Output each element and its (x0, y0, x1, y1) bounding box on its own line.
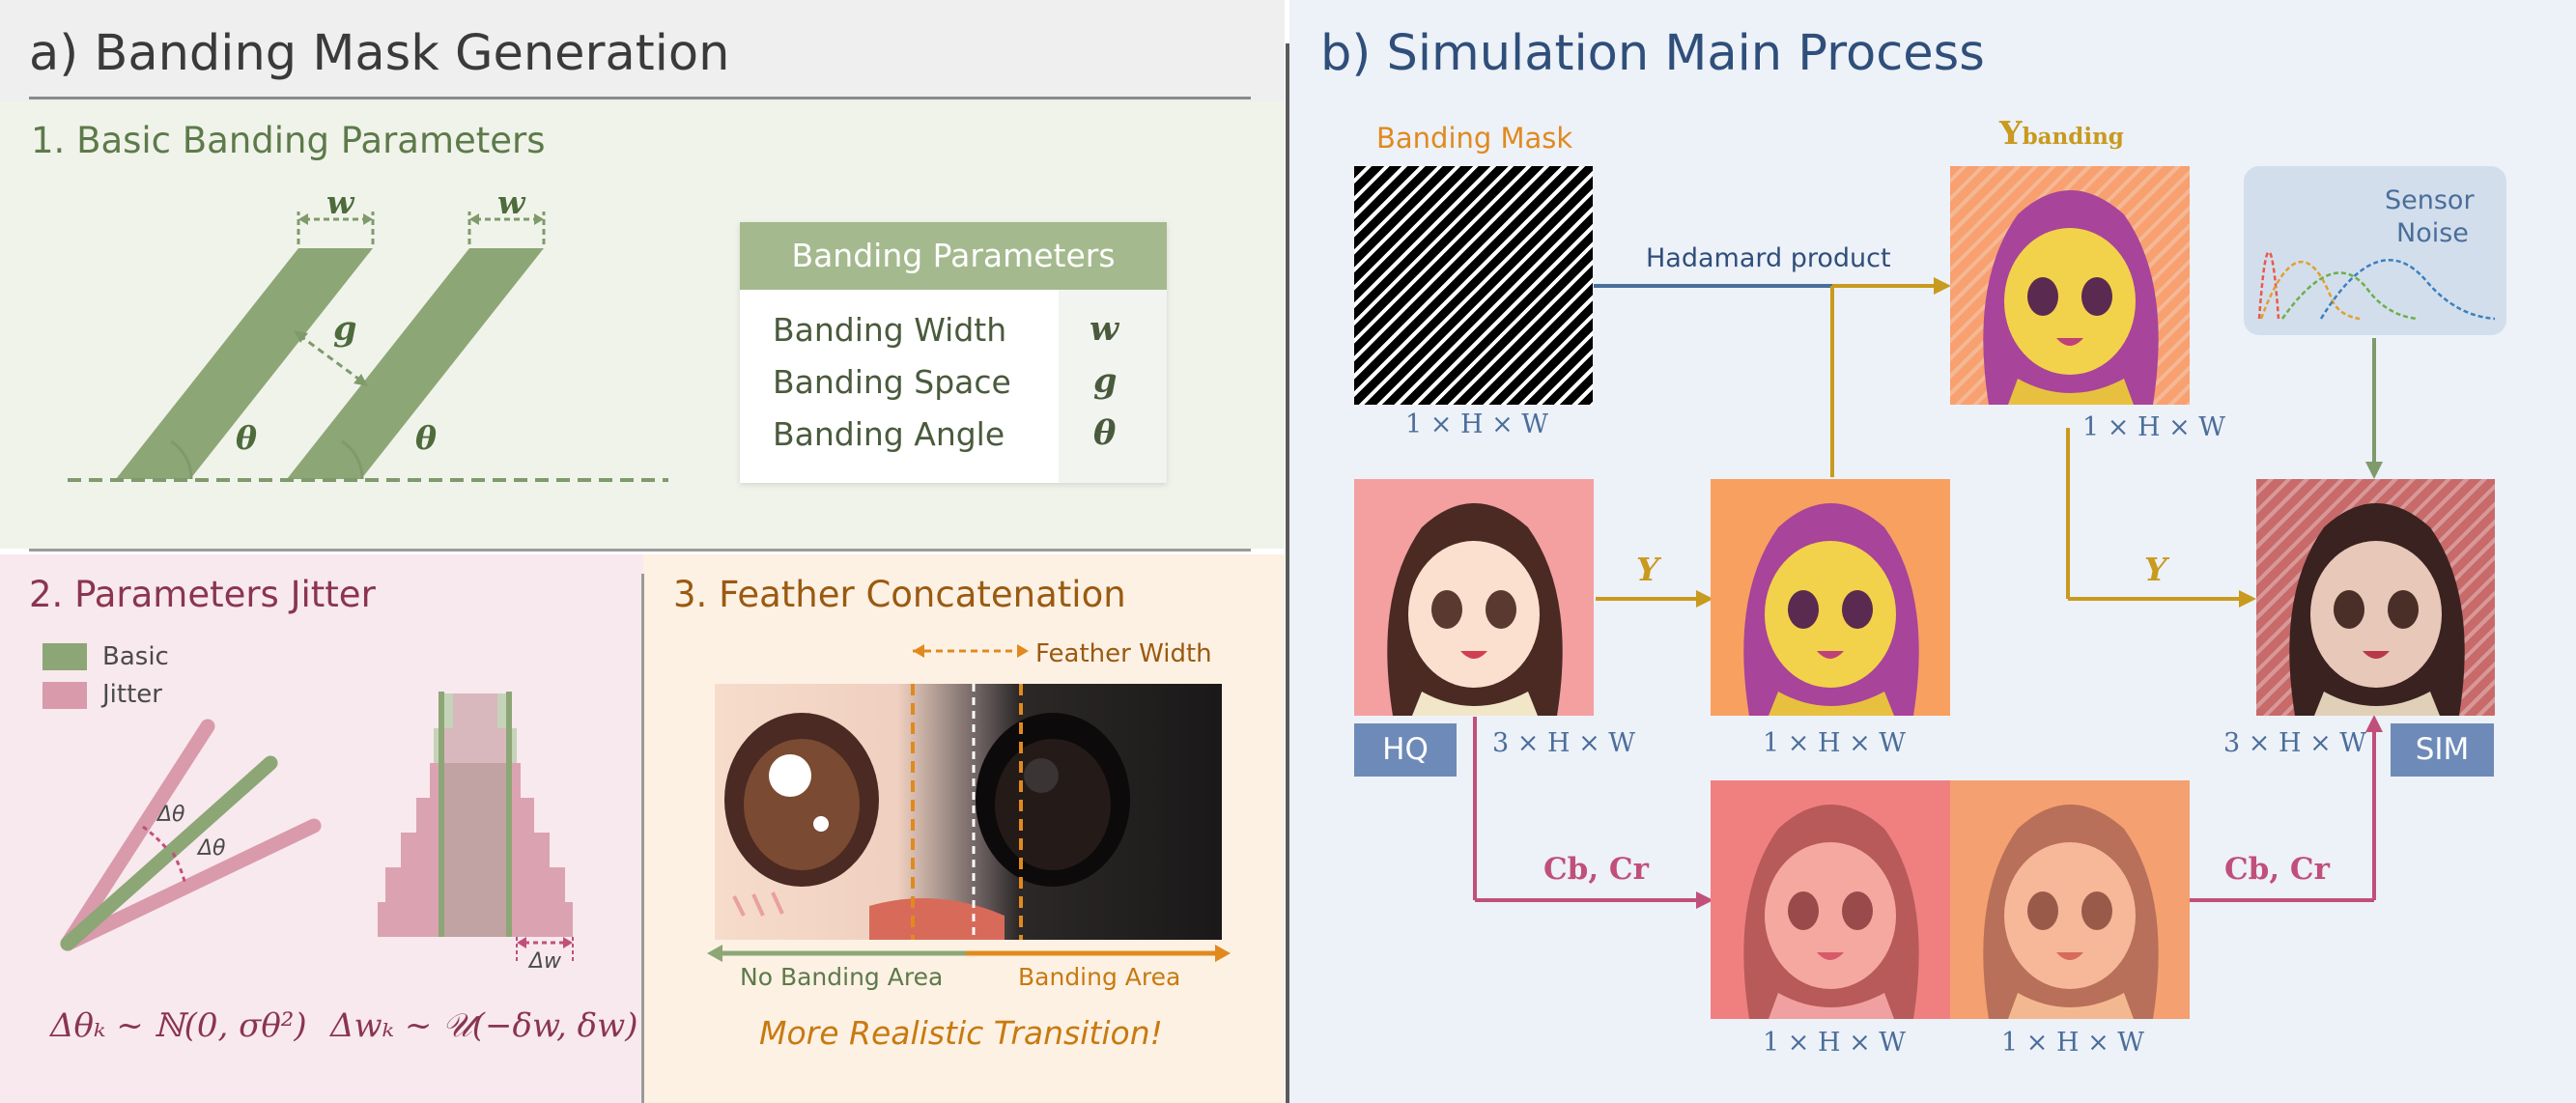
dim-mask: 1 × H × W (1405, 410, 1549, 439)
w-label-2: w (497, 184, 525, 221)
table-row-symbol: θ (1093, 413, 1117, 453)
dim-sim: 3 × H × W (2223, 728, 2367, 758)
table-row-name: Banding Space (773, 363, 1011, 401)
no-banding-area-label: No Banding Area (740, 963, 944, 991)
delta-theta-label-1: Δθ (157, 803, 185, 827)
area-arrows (707, 945, 1231, 962)
feather-width-label: Feather Width (1035, 639, 1212, 668)
formula-theta: Δθₖ ~ ℕ(0, σθ²) (50, 1006, 307, 1045)
y-image (1711, 479, 1950, 716)
legend-jitter-label: Jitter (102, 680, 162, 709)
angle-jitter-diagram (60, 719, 322, 951)
w-label-1: w (326, 184, 354, 221)
delta-theta-label-2: Δθ (198, 836, 226, 861)
band-stripe-1 (116, 248, 373, 479)
dim-cr: 1 × H × W (2001, 1028, 2145, 1058)
jitter-panel-bg (0, 554, 643, 1103)
section-b-title: b) Simulation Main Process (1320, 25, 1985, 82)
band-stripe-2 (287, 248, 544, 479)
theta-label-2: θ (415, 419, 438, 457)
banding-mask-image (1354, 166, 1593, 405)
table-symbol-column (1059, 290, 1167, 483)
width-jitter-diagram (378, 692, 574, 963)
angle-arc-1 (170, 439, 193, 480)
basic-banding-diagram (68, 212, 668, 482)
feather-caption: More Realistic Transition! (759, 1014, 1163, 1052)
sensor-noise-box: Sensor Noise (2244, 166, 2506, 335)
jitter-panel-title: 2. Parameters Jitter (29, 574, 376, 615)
feather-width-indicator (913, 644, 1029, 658)
angle-arc-2 (341, 439, 364, 480)
y-banding-sub: banding (2022, 124, 2124, 150)
y-arrow-label-2: Y (2144, 551, 2167, 588)
y-banding-image (1950, 166, 2190, 405)
delta-w-label: Δw (529, 949, 562, 974)
panel-divider-vertical (641, 574, 644, 1103)
y-banding-main: Y (1999, 114, 2023, 152)
panel-divider-horizontal (29, 549, 1251, 552)
hadamard-label: Hadamard product (1646, 243, 1891, 273)
dim-y: 1 × H × W (1763, 728, 1907, 758)
feather-panel-title: 3. Feather Concatenation (673, 574, 1126, 615)
banding-mask-label: Banding Mask (1376, 122, 1573, 155)
feather-illustration (715, 684, 1222, 940)
section-a-title: a) Banding Mask Generation (29, 25, 730, 82)
parameters-table: Banding Parameters Banding Width Banding… (740, 222, 1167, 483)
table-header: Banding Parameters (740, 222, 1167, 290)
y-arrow-label-1: Y (1636, 551, 1659, 588)
sim-image (2256, 479, 2495, 716)
section-a-header-bg (0, 0, 1285, 101)
y-banding-label: Ybanding (1999, 114, 2124, 152)
table-row-name: Banding Width (773, 311, 1007, 349)
hq-image (1354, 479, 1594, 716)
sensor-noise-label-2: Noise (2396, 218, 2469, 248)
cbcr-label-left: Cb, Cr (1543, 852, 1649, 887)
section-divider (1286, 43, 1289, 1103)
jitter-line-upper (60, 719, 215, 951)
banding-area-label: Banding Area (1018, 963, 1181, 991)
jitter-line-lower (60, 818, 322, 951)
g-label: g (333, 309, 357, 349)
cb-image (1711, 780, 1950, 1019)
hq-tag: HQ (1354, 723, 1457, 777)
cbcr-label-right: Cb, Cr (2224, 852, 2330, 887)
table-row-symbol: g (1093, 361, 1118, 401)
header-underline (29, 97, 1251, 99)
legend-basic-swatch (42, 643, 87, 670)
table-row-name: Banding Angle (773, 415, 1005, 453)
formula-w: Δwₖ ~ 𝒰(−δw, δw) (330, 1006, 638, 1045)
sim-tag: SIM (2391, 723, 2494, 777)
dim-cb: 1 × H × W (1763, 1028, 1907, 1058)
table-row-symbol: w (1090, 309, 1119, 349)
legend-basic-label: Basic (102, 642, 169, 671)
sensor-noise-label-1: Sensor (2385, 185, 2475, 215)
basic-line (60, 755, 278, 951)
legend-jitter-swatch (42, 682, 87, 709)
theta-label-1: θ (236, 419, 258, 457)
noise-distribution-curves (2257, 250, 2496, 321)
dim-yband: 1 × H × W (2082, 412, 2226, 442)
dim-hq: 3 × H × W (1492, 728, 1636, 758)
cr-image (1950, 780, 2190, 1019)
basic-panel-title: 1. Basic Banding Parameters (31, 120, 546, 161)
